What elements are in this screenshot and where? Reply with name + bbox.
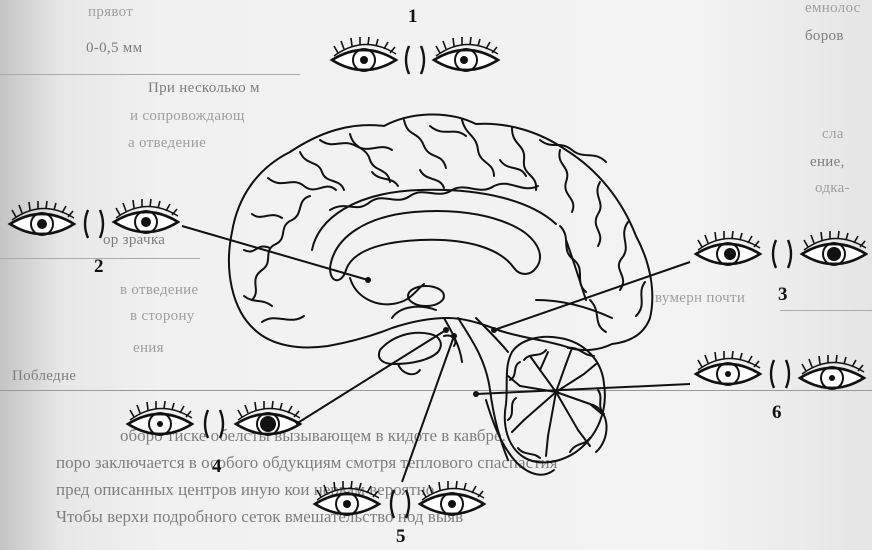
leader-dots <box>365 277 497 397</box>
fornix <box>350 278 424 304</box>
leader-dot-6 <box>473 391 479 397</box>
nose-bridge-6 <box>771 360 789 388</box>
leader-dot-5 <box>451 333 457 339</box>
nose-bridge-5 <box>391 490 409 518</box>
eye-pair-3 <box>696 231 866 268</box>
pupil-right-4 <box>260 416 276 432</box>
figure-label-2: 2 <box>94 256 104 278</box>
figure-label-5: 5 <box>396 526 406 548</box>
corpus-callosum <box>330 211 540 280</box>
leader-dot-2 <box>365 277 371 283</box>
pupil-left-4 <box>157 421 163 427</box>
pons-back <box>476 318 508 352</box>
figure-label-3: 3 <box>778 284 788 306</box>
leader-line-2 <box>182 226 368 280</box>
figure-label-4: 4 <box>212 456 222 478</box>
gyri-2 <box>268 178 336 190</box>
eye-pair-6 <box>696 351 864 389</box>
figure-label-6: 6 <box>772 402 782 424</box>
leader-line-3 <box>494 262 690 330</box>
pupil-left-6 <box>725 371 731 377</box>
frontal-pole-detail <box>244 296 272 306</box>
leader-dot-4 <box>443 327 449 333</box>
gyri-4 <box>350 134 390 182</box>
eye-right-5 <box>420 481 484 515</box>
gyri-23 <box>420 170 444 188</box>
medulla <box>486 400 554 475</box>
eye-pair-2 <box>10 199 178 238</box>
eye-left-1 <box>332 37 396 71</box>
gyri-13 <box>252 214 282 218</box>
pupil-left-2 <box>37 219 47 229</box>
figure-label-1: 1 <box>408 6 418 28</box>
eye-left-5 <box>315 481 379 515</box>
leader-line-6 <box>476 384 690 394</box>
gyri-8 <box>559 150 573 212</box>
pupil-right-2 <box>141 217 151 227</box>
gyri-16 <box>540 140 606 162</box>
third-ventricle <box>392 307 436 318</box>
gyri-10 <box>619 222 628 290</box>
pupil-right-1 <box>460 56 468 64</box>
nose-bridge-3 <box>773 240 791 268</box>
gyri-14 <box>320 140 392 150</box>
gyri-3 <box>300 152 344 190</box>
leader-line-4 <box>296 330 446 424</box>
gyri-19 <box>590 300 606 332</box>
eye-pair-1 <box>332 37 498 74</box>
gyri-15 <box>430 126 466 136</box>
gyri-21 <box>500 160 526 176</box>
gyri-20 <box>262 316 304 322</box>
cerebrum-outline <box>229 114 652 350</box>
pupil-left-1 <box>360 56 368 64</box>
pupil-left-5 <box>343 500 351 508</box>
pituitary <box>398 364 420 374</box>
gyri-6 <box>462 120 494 176</box>
gyri-7 <box>512 128 536 190</box>
eye-left-3 <box>696 231 760 265</box>
gyri-9 <box>596 182 601 246</box>
cerebellum-arbor-1 <box>520 364 590 436</box>
eye-right-2 <box>114 199 178 233</box>
pupil-right-6 <box>829 375 835 381</box>
thalamus <box>408 286 444 306</box>
eye-left-6 <box>696 351 760 385</box>
gyri-17 <box>330 184 538 210</box>
pupil-left-3 <box>724 248 736 260</box>
pupil-right-3 <box>827 247 841 261</box>
parieto-occipital-sulcus <box>566 240 586 300</box>
eye-pair-4 <box>128 401 300 438</box>
gyri-11 <box>636 282 645 316</box>
eye-left-2 <box>10 201 74 235</box>
cingulate-sulcus <box>312 190 556 250</box>
nose-bridge-2 <box>85 210 103 238</box>
eye-pair-5 <box>315 481 484 518</box>
optic-chiasm <box>379 333 441 364</box>
nose-bridge-4 <box>205 410 223 438</box>
pupil-right-5 <box>448 500 456 508</box>
nose-bridge-1 <box>406 46 424 74</box>
gyri-5 <box>404 120 446 168</box>
eye-right-1 <box>434 37 498 71</box>
eye-left-4 <box>128 401 192 435</box>
eye-right-6 <box>800 355 864 389</box>
leader-dot-3 <box>491 327 497 333</box>
